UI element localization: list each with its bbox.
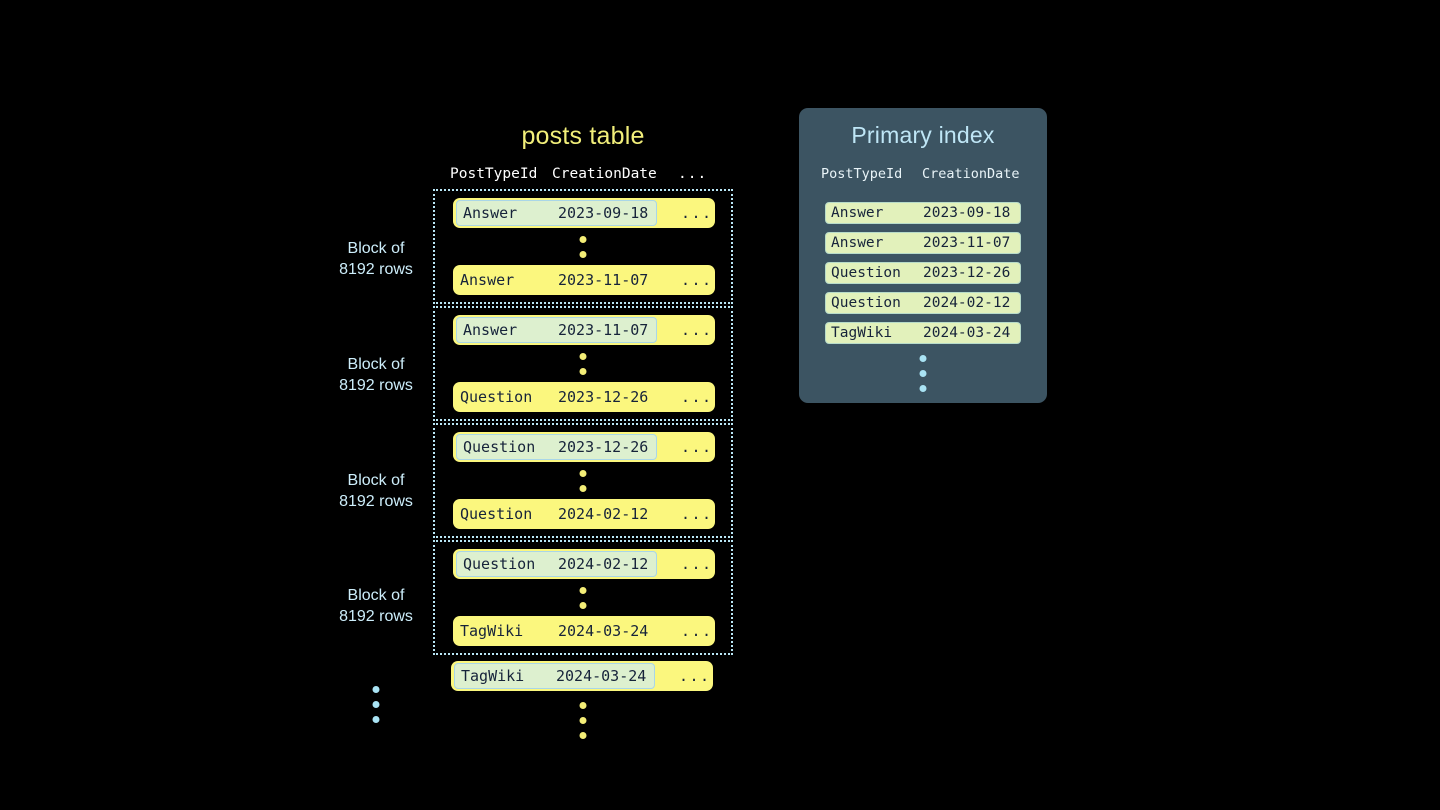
vertical-ellipsis-icon [919,351,927,396]
index-row: Answer 2023-11-07 [825,232,1021,254]
cell-creationdate: 2023-09-18 [558,204,649,222]
primary-index-panel: Primary index PostTypeId CreationDate An… [799,108,1047,403]
cell-more: ... [681,321,713,339]
table-row: Answer 2023-11-07 ... [453,315,715,345]
primary-index-row-list: Answer 2023-09-18 Answer 2023-11-07 Ques… [825,202,1021,352]
index-key-highlight [454,663,655,689]
block-label-1: Block of 8192 rows [291,238,461,280]
index-row: Question 2023-12-26 [825,262,1021,284]
block-label-line2: 8192 rows [339,377,413,394]
cell-posttypeid: Answer [831,235,884,251]
posts-table-title: posts table [521,122,645,150]
cell-posttypeid: Question [463,438,536,456]
cell-creationdate: 2024-03-24 [923,325,1011,341]
blocks-continue-indicator [334,682,418,726]
cell-creationdate: 2024-03-24 [558,622,649,640]
cell-posttypeid: Question [460,388,533,406]
cell-creationdate: 2023-09-18 [923,205,1011,221]
block-label-line1: Block of [347,240,405,257]
index-key-highlight [456,200,657,226]
cell-creationdate: 2023-11-07 [923,235,1011,251]
index-row: Answer 2023-09-18 [825,202,1021,224]
cell-creationdate: 2024-02-12 [558,505,649,523]
posts-table-column-headers: PostTypeId CreationDate ... [433,166,733,188]
cell-creationdate: 2024-03-24 [556,667,647,685]
table-continues-indicator [433,698,733,748]
cell-creationdate: 2024-02-12 [558,555,649,573]
table-row: Answer 2023-09-18 ... [453,198,715,228]
cell-posttypeid: Question [463,555,536,573]
cell-creationdate: 2024-02-12 [923,295,1011,311]
cell-more: ... [681,271,713,289]
column-header-posttypeid: PostTypeId [821,166,903,182]
cell-posttypeid: Answer [460,271,515,289]
vertical-ellipsis-icon [579,698,587,743]
column-header-more: ... [678,166,708,182]
cell-posttypeid: Answer [463,321,518,339]
block-label-4: Block of 8192 rows [291,585,461,627]
block-label-line1: Block of [347,472,405,489]
primary-index-title: Primary index [851,122,995,148]
block-list: Answer 2023-09-18 ... Answer 2023-11-07 … [433,189,733,657]
cell-posttypeid: TagWiki [461,667,525,685]
cell-posttypeid: Question [831,265,901,281]
column-header-creationdate: CreationDate [552,166,657,182]
cell-creationdate: 2023-12-26 [558,438,649,456]
cell-more: ... [681,505,713,523]
block-row-group-4: Question 2024-02-12 ... TagWiki 2024-03-… [433,540,733,655]
trailing-table-row-wrapper: TagWiki 2024-03-24 ... [433,661,733,691]
block-row-group-3: Question 2023-12-26 ... Question 2024-02… [433,423,733,538]
column-header-posttypeid: PostTypeId [450,166,538,182]
table-row: Question 2023-12-26 ... [453,432,715,462]
block-row-group-1: Answer 2023-09-18 ... Answer 2023-11-07 … [433,189,733,304]
table-row: Answer 2023-11-07 ... [453,265,715,295]
vertical-ellipsis-icon [372,682,380,727]
cell-posttypeid: TagWiki [460,622,524,640]
cell-more: ... [681,388,713,406]
cell-more: ... [681,622,713,640]
cell-creationdate: 2023-12-26 [923,265,1011,281]
cell-posttypeid: Question [831,295,901,311]
table-row: TagWiki 2024-03-24 ... [451,661,713,691]
primary-index-continues-indicator [799,351,1047,392]
index-key-highlight [456,551,657,577]
cell-posttypeid: TagWiki [831,325,893,341]
cell-more: ... [679,667,711,685]
block-label-3: Block of 8192 rows [291,470,461,512]
cell-creationdate: 2023-11-07 [558,271,649,289]
table-row: Question 2024-02-12 ... [453,499,715,529]
cell-more: ... [681,204,713,222]
table-row: TagWiki 2024-03-24 ... [453,616,715,646]
column-header-creationdate: CreationDate [922,166,1020,182]
cell-more: ... [681,438,713,456]
index-row: TagWiki 2024-03-24 [825,322,1021,344]
index-row: Question 2024-02-12 [825,292,1021,314]
table-row: Question 2023-12-26 ... [453,382,715,412]
cell-creationdate: 2023-12-26 [558,388,649,406]
cell-posttypeid: Question [460,505,533,523]
block-label-2: Block of 8192 rows [291,354,461,396]
cell-posttypeid: Answer [463,204,518,222]
cell-posttypeid: Answer [831,205,884,221]
block-row-group-2: Answer 2023-11-07 ... Question 2023-12-2… [433,306,733,421]
block-label-line2: 8192 rows [339,493,413,510]
cell-creationdate: 2023-11-07 [558,321,649,339]
index-key-highlight [456,434,657,460]
block-label-line2: 8192 rows [339,261,413,278]
block-label-line2: 8192 rows [339,608,413,625]
index-key-highlight [456,317,657,343]
cell-more: ... [681,555,713,573]
block-label-line1: Block of [347,587,405,604]
table-row: Question 2024-02-12 ... [453,549,715,579]
primary-index-column-headers: PostTypeId CreationDate [799,166,1047,186]
block-label-line1: Block of [347,356,405,373]
